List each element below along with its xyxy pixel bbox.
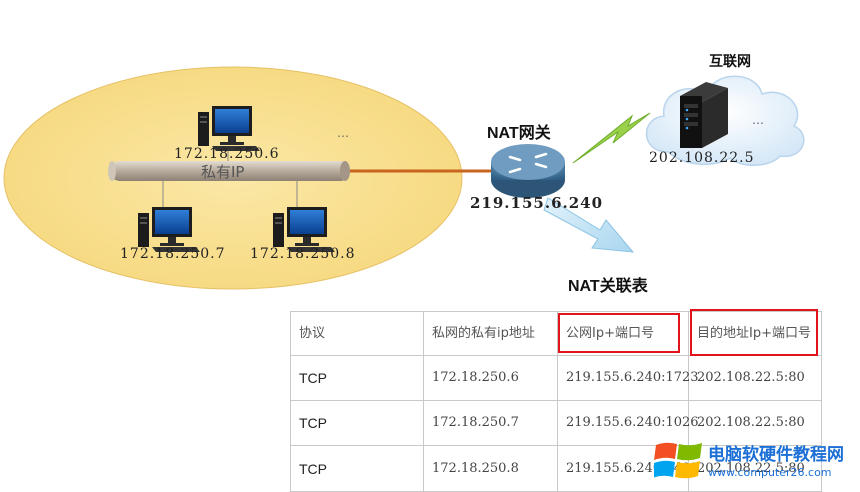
- highlight-box-public-ip: [558, 313, 680, 353]
- nat-gateway-label: NAT网关: [487, 125, 551, 142]
- cell-dest-ip-port: 202.108.22.5:80: [688, 355, 822, 401]
- server-ip: 202.108.22.5: [649, 150, 755, 166]
- arrow-icon: [543, 197, 635, 253]
- router-icon: [491, 144, 565, 198]
- internet-ellipsis: …: [752, 113, 764, 127]
- lan-ellipsis: …: [337, 126, 349, 140]
- host-ip-2: 172.18.250.7: [120, 246, 226, 262]
- server-icon: [680, 82, 728, 148]
- network-diagram: [3, 66, 805, 290]
- cell-private-ip: 172.18.250.8: [423, 445, 558, 492]
- host-ip-1: 172.18.250.6: [174, 146, 280, 162]
- header-private-ip: 私网的私有ip地址: [423, 311, 558, 356]
- table-row: TCP 172.18.250.6 219.155.6.240:1723 202.…: [290, 355, 822, 401]
- table-header-row: 协议 私网的私有ip地址 公网Ip+端口号 目的地址Ip+端口号: [290, 311, 822, 356]
- header-protocol: 协议: [290, 311, 424, 356]
- cell-protocol: TCP: [290, 445, 424, 492]
- cell-private-ip: 172.18.250.6: [423, 355, 558, 401]
- host-ip-3: 172.18.250.8: [250, 246, 356, 262]
- cell-private-ip: 172.18.250.7: [423, 400, 558, 446]
- table-row: TCP 172.18.250.8 219.155.6.240:1492 202.…: [290, 445, 822, 492]
- nat-table-title: NAT关联表: [568, 278, 648, 295]
- cell-public-ip-port: 219.155.6.240:1723: [557, 355, 699, 401]
- nat-gateway-ip: 219.155.6.240: [470, 194, 604, 212]
- nat-association-table: 协议 私网的私有ip地址 公网Ip+端口号 目的地址Ip+端口号 TCP 172…: [290, 311, 822, 492]
- watermark-site-name: 电脑软硬件教程网: [708, 445, 844, 465]
- highlight-box-dest-ip: [690, 309, 818, 356]
- table-row: TCP 172.18.250.7 219.155.6.240:1026 202.…: [290, 400, 822, 446]
- wireless-link-icon: [572, 112, 651, 164]
- cell-protocol: TCP: [290, 400, 424, 446]
- cell-dest-ip-port: 202.108.22.5:80: [688, 445, 822, 492]
- header-dest-ip-port: 目的地址Ip+端口号: [688, 311, 822, 356]
- cell-protocol: TCP: [290, 355, 424, 401]
- windows-logo-icon: [654, 442, 702, 479]
- lan-bus: [108, 161, 350, 181]
- cell-dest-ip-port: 202.108.22.5:80: [688, 400, 822, 446]
- internet-label: 互联网: [709, 53, 751, 69]
- private-ip-label: 私有IP: [201, 163, 245, 181]
- watermark-url: www.computer26.com: [708, 466, 832, 479]
